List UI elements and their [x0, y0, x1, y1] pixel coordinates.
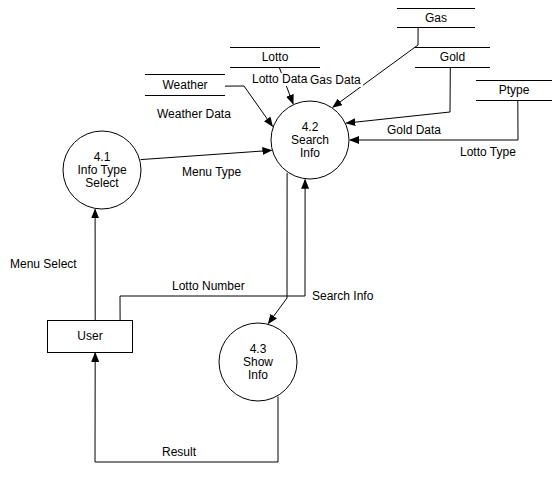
node-label: Gas	[425, 12, 447, 25]
process-circle: 4.2Search Info	[270, 100, 350, 180]
flow-label: Gas Data	[308, 74, 363, 87]
node-label: Show Info	[233, 356, 283, 382]
process-number: 4.1	[94, 151, 111, 164]
node-label: Info Type Select	[77, 164, 127, 190]
data-flow-arrow	[95, 209, 96, 320]
data-store: Gas	[397, 8, 475, 28]
circle-shape	[63, 131, 141, 209]
external-entity: User	[47, 320, 133, 353]
flow-label: Search Info	[310, 290, 375, 303]
process-circle: 4.3Show Info	[218, 322, 298, 402]
node-label: Search Info	[285, 134, 335, 160]
circle-shape	[271, 101, 349, 179]
data-flow-arrow	[120, 180, 305, 320]
flow-label: Lotto Data	[250, 73, 309, 86]
node-label: Lotto	[262, 51, 289, 64]
node-label: Ptype	[499, 84, 530, 97]
data-flow-arrow	[141, 150, 272, 159]
data-store: Weather	[145, 74, 225, 96]
data-flow-arrow	[333, 28, 418, 107]
flow-label: Lotto Type	[458, 146, 518, 159]
node-label: User	[77, 330, 102, 343]
process-circle: 4.1Info Type Select	[62, 130, 142, 210]
data-flow-arrow	[350, 101, 518, 140]
data-flow-arrow	[268, 173, 287, 324]
flow-label: Result	[160, 446, 198, 459]
flow-label: Weather Data	[155, 108, 233, 121]
data-store: Gold	[415, 47, 490, 68]
flow-label: Menu Type	[180, 166, 243, 179]
circle-shape	[219, 323, 297, 401]
process-number: 4.3	[250, 343, 267, 356]
data-store: Ptype	[476, 80, 552, 101]
node-label: Weather	[162, 79, 207, 92]
flow-label: Menu Select	[8, 258, 79, 271]
data-store: Lotto	[230, 47, 320, 68]
flow-label: Gold Data	[385, 124, 443, 137]
node-label: Gold	[440, 51, 465, 64]
process-number: 4.2	[302, 121, 319, 134]
flow-label: Lotto Number	[170, 280, 247, 293]
